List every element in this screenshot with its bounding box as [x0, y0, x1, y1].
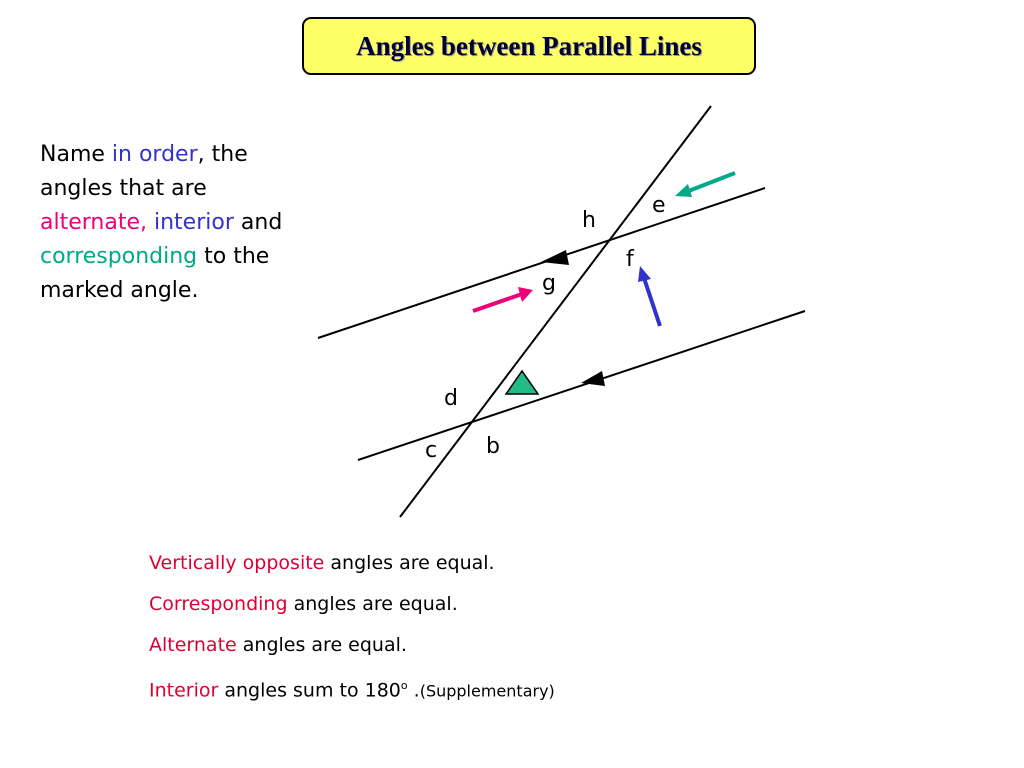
instructions-line-5: marked angle.: [40, 278, 199, 303]
page-title: Angles between Parallel Lines: [302, 17, 756, 75]
interior-arrow-shaft: [642, 277, 662, 327]
word-to-the: to the: [204, 244, 270, 269]
fact-text: angles are equal.: [236, 634, 407, 656]
word-interior: interior: [154, 210, 234, 235]
angle-label-b: b: [486, 434, 500, 459]
fact-alternate: Alternate angles are equal.: [149, 630, 555, 671]
lower-parallel-arrow-icon: [581, 371, 605, 386]
corresponding-arrow-icon: [675, 184, 692, 197]
fact-vertically-opposite: Vertically opposite angles are equal.: [149, 548, 555, 589]
angle-label-f: f: [626, 247, 635, 272]
word-corresponding: corresponding: [40, 244, 198, 269]
word-in: in: [111, 142, 132, 167]
angle-label-e: e: [652, 193, 666, 218]
transversal-line: [399, 105, 712, 518]
fact-tail: .: [407, 679, 420, 702]
lower-parallel-line: [357, 310, 806, 461]
instructions-line-3: alternate, interior and: [40, 206, 360, 240]
angle-label-c: c: [425, 438, 437, 463]
fact-note: (Supplementary): [419, 681, 555, 701]
upper-parallel-line: [317, 187, 766, 339]
instructions-line-4: corresponding to the: [40, 240, 360, 274]
fact-keyword: Corresponding: [149, 593, 288, 615]
alternate-arrow-shaft: [472, 292, 523, 313]
angle-label-d: d: [444, 386, 458, 411]
word-name: Name: [40, 142, 112, 167]
word-and: and: [240, 210, 283, 235]
corresponding-arrow-shaft: [685, 171, 736, 194]
word-the: , the: [197, 142, 248, 167]
fact-text: angles are equal.: [287, 593, 458, 615]
instructions-line-2: angles that are: [40, 176, 207, 201]
fact-text: angles sum to 180: [218, 679, 401, 702]
fact-keyword: Vertically opposite: [149, 552, 325, 574]
fact-corresponding: Corresponding angles are equal.: [149, 589, 555, 630]
angle-label-h: h: [582, 208, 596, 233]
upper-parallel-arrow-icon: [541, 250, 569, 265]
alternate-arrow-icon: [518, 287, 533, 302]
word-alternate: alternate,: [40, 210, 147, 235]
degree-symbol: o: [400, 679, 408, 692]
fact-text: angles are equal.: [324, 552, 495, 574]
word-order: order: [138, 142, 198, 167]
fact-keyword: Interior: [149, 679, 219, 702]
fact-keyword: Alternate: [149, 634, 237, 656]
angle-facts: Vertically opposite angles are equal. Co…: [149, 548, 555, 712]
fact-interior: Interior angles sum to 180o .(Supplement…: [149, 671, 555, 712]
interior-arrow-icon: [638, 266, 651, 282]
angle-label-g: g: [542, 271, 556, 296]
marked-angle-triangle-icon: [504, 369, 540, 395]
instructions-line-1: Name in order, the: [40, 138, 360, 172]
instructions-text: Name in order, the angles that are alter…: [40, 138, 360, 308]
